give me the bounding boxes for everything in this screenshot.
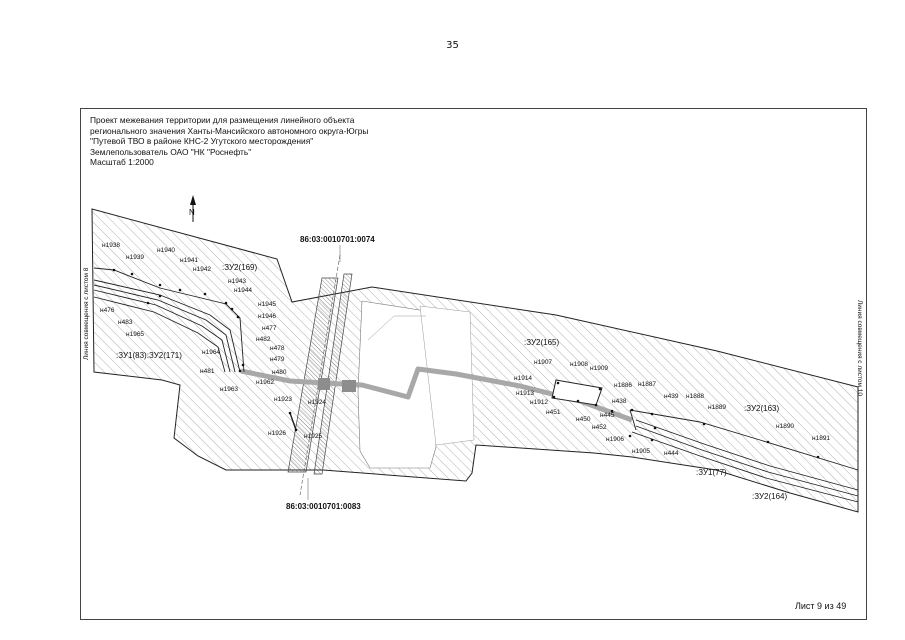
point-label: н1926 [268,430,286,437]
point-label: н1946 [258,313,276,320]
parcel-label-zu2-163: :ЗУ2(163) [744,404,780,413]
point-label: н1913 [516,390,534,397]
road-strip [287,277,339,473]
point-label: н476 [100,307,115,314]
point-label: н479 [270,356,285,363]
point-label: н451 [546,409,561,416]
point-label: н444 [664,450,679,457]
pipeline-route [240,366,633,423]
cadastral-bottom: 86:03:0010701:0083 [286,502,361,511]
header-line-1: Проект межевания территории для размещен… [90,115,355,125]
point-markers [112,268,820,459]
point-label: н480 [272,369,287,376]
point-label: н1924 [308,399,326,406]
point-label: н1923 [274,396,292,403]
side-label-left: Линия совмещения с листом 8 [83,267,90,360]
header-line-5: Масштаб 1:2000 [90,157,154,168]
point-label: н1941 [180,257,198,264]
point-label: н1965 [126,331,144,338]
point-label: н1908 [570,361,588,368]
point-label: н1925 [304,433,322,440]
parcel-label-zu1-77: :ЗУ1(77) [696,468,727,477]
point-label: н1938 [102,242,120,249]
point-label: н1891 [812,435,830,442]
header-line-3: "Путевой ТВО в районе КНС-2 Угутского ме… [90,136,314,147]
point-label: н478 [270,345,285,352]
point-label: н1964 [202,349,220,356]
point-label: н1939 [126,254,144,261]
point-label: н1909 [590,365,608,372]
point-label: н1887 [638,381,656,388]
point-label: н1889 [708,404,726,411]
point-label: н1944 [234,287,252,294]
point-label: н439 [664,393,679,400]
point-label: н1906 [606,436,624,443]
point-label: н1907 [534,359,552,366]
point-label: н477 [262,325,277,332]
point-label: н1886 [614,382,632,389]
parcel-label-zu2-165: :ЗУ2(165) [524,338,560,347]
header-line-2: регионального значения Ханты-Мансийского… [90,125,369,136]
cadastral-top: 86:03:0010701:0074 [300,235,375,244]
north-label: N [189,208,195,217]
parcel-label-zu2-164: :ЗУ2(164) [752,492,788,501]
map-header: Проект межевания территории для размещен… [90,115,368,168]
point-label: н1888 [686,393,704,400]
point-label: н1942 [193,266,211,273]
point-label: н1890 [776,423,794,430]
point-label: н1905 [632,448,650,455]
point-label: н1912 [530,399,548,406]
point-label: н438 [612,398,627,405]
point-label: н1914 [514,375,532,382]
point-label: н1963 [220,386,238,393]
side-label-right: Линия совмещения с листом 10 [856,300,863,396]
north-arrow-icon [190,195,196,205]
point-label: н483 [118,319,133,326]
parcel-label-zu1-83-zu2-171: :ЗУ1(83):ЗУ2(171) [116,351,182,360]
parcel-label-zu2-169: :ЗУ2(169) [222,263,258,272]
point-label: н481 [200,368,215,375]
point-label: н1945 [258,301,276,308]
point-label: н450 [576,416,591,423]
header-line-4: Землепользователь ОАО "НК "Роснефть" [90,146,252,157]
point-label: н482 [256,336,271,343]
point-label: н452 [592,424,607,431]
page-number: 35 [446,40,459,51]
sheet-counter: Лист 9 из 49 [795,601,847,611]
point-label: н1943 [228,278,246,285]
point-label: н445 [600,412,615,419]
point-label: н1962 [256,379,274,386]
map-sheet-frame [80,108,867,620]
territory-polygon [91,208,859,513]
point-label: н1940 [157,247,175,254]
